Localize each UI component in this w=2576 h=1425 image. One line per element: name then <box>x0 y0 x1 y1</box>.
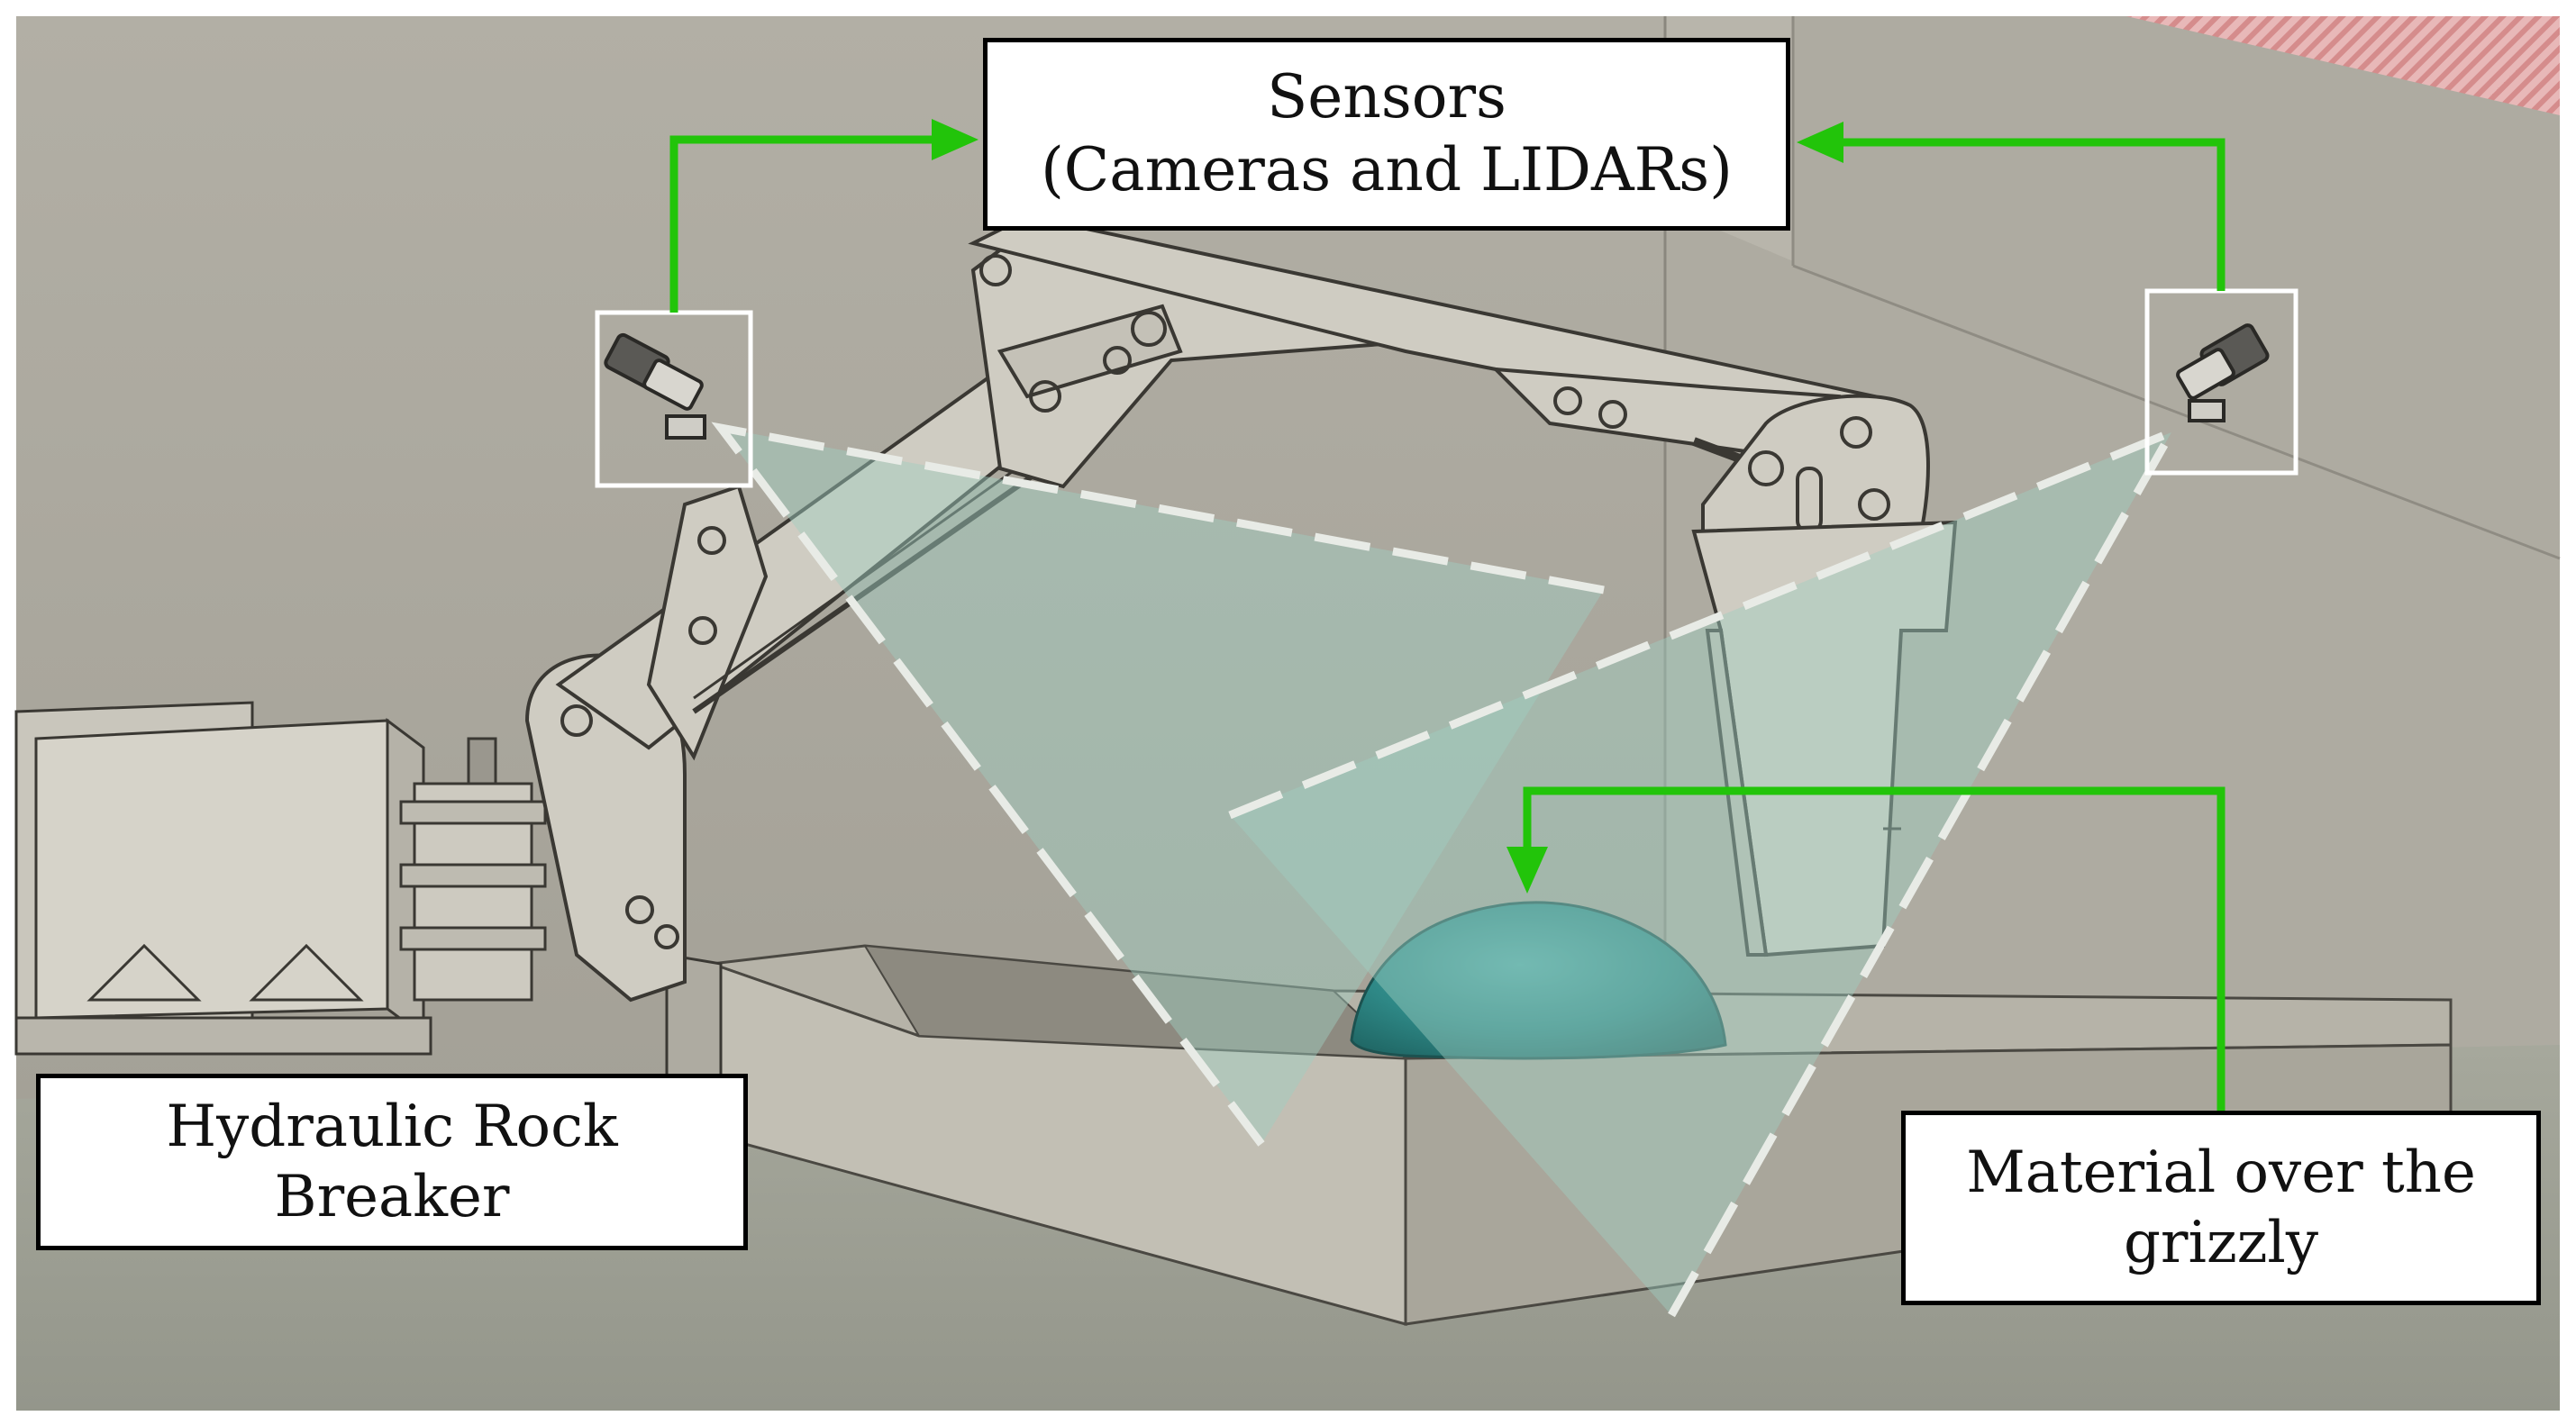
rock-breaker-label-line1: Hydraulic Rock <box>166 1093 618 1160</box>
sensors-label: Sensors (Cameras and LIDARs) <box>983 38 1790 231</box>
rock-breaker-label-line2: Breaker <box>274 1164 510 1230</box>
material-label-line1: Material over the <box>1966 1139 2476 1206</box>
arrow-label-to-rock <box>1506 786 2226 1111</box>
rock <box>1350 901 1727 1060</box>
sensor-fov-left <box>711 422 1605 1147</box>
arrow-right-sensor-to-label <box>1797 122 2226 291</box>
rock-breaker-label: Hydraulic Rock Breaker <box>36 1074 748 1250</box>
rock-breaker-arm <box>524 213 1958 1003</box>
right-sensor-camera <box>2176 323 2270 422</box>
left-sensor-camera <box>604 332 706 440</box>
hatched-roof-corner <box>2126 16 2560 115</box>
power-unit <box>14 701 723 1111</box>
material-label-line2: grizzly <box>2123 1210 2319 1276</box>
material-label: Material over the grizzly <box>1901 1111 2541 1305</box>
sensor-fov-right <box>1228 423 2181 1318</box>
sensors-label-line1: Sensors <box>1267 62 1506 132</box>
arrow-left-sensor-to-label <box>669 119 979 313</box>
sensors-label-line2: (Cameras and LIDARs) <box>1041 135 1733 204</box>
